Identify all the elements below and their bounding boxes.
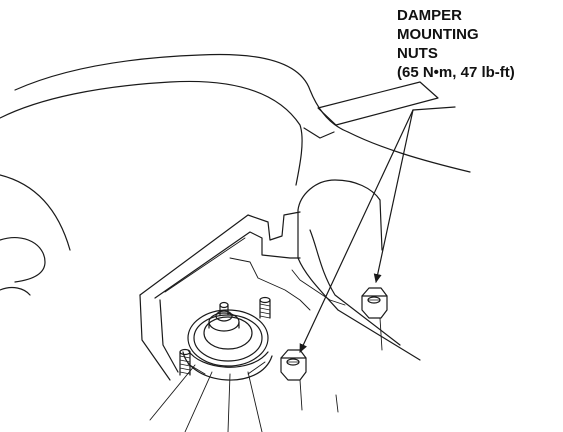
damper-mounting-nuts-callout: DAMPER MOUNTING NUTS (65 N•m, 47 lb-ft): [397, 6, 515, 82]
callout-line-1: DAMPER: [397, 7, 463, 24]
mount-leader-lines: [149, 364, 263, 432]
damper-stud-right: [259, 296, 271, 319]
body-panel-outline: [0, 53, 471, 296]
callout-line-3: NUTS: [397, 45, 438, 62]
mounting-nut-upper: [361, 287, 388, 319]
upper-rail: [303, 81, 439, 139]
mounting-nut-lower: [280, 349, 307, 381]
damper-top-mount: [182, 301, 273, 381]
callout-torque-spec: (65 N•m, 47 lb-ft): [397, 64, 515, 81]
damper-stud-left: [179, 348, 191, 376]
callout-arrows: [299, 106, 456, 353]
tower-opening-frame: [139, 211, 346, 381]
nut-leader-lines: [299, 317, 383, 413]
callout-line-2: MOUNTING: [397, 26, 479, 43]
tower-panel: [297, 179, 421, 361]
